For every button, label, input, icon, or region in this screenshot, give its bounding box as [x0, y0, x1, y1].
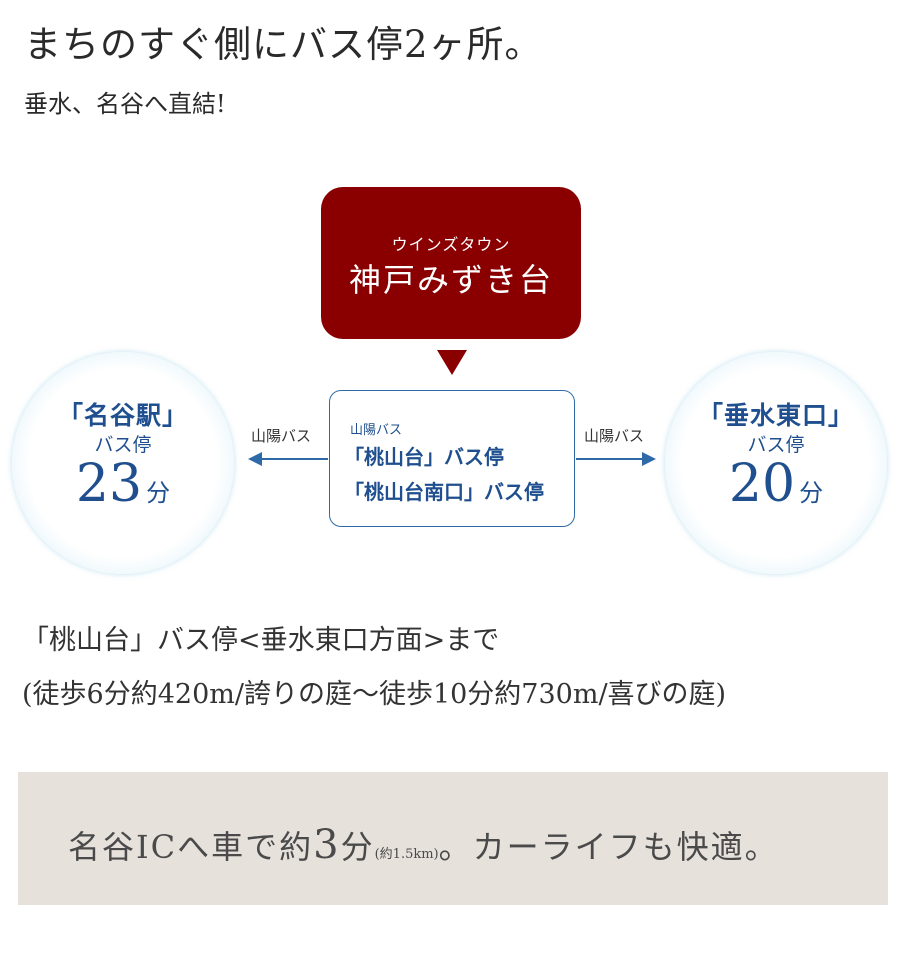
route-line-1: 「桃山台」バス停<垂水東口方面>まで	[22, 625, 500, 656]
route-line-2: (徒歩6分約420m/誇りの庭〜徒歩10分約730m/喜びの庭)	[22, 679, 727, 710]
car-access-band: 名谷ICへ車で約3分(約1.5km)。カーライフも快適。	[18, 772, 888, 905]
car-unit: 分	[340, 828, 375, 866]
right-station-name: 「垂水東口」	[697, 401, 854, 430]
hub-name: 神戸みずき台	[348, 261, 553, 299]
left-station-name: 「名谷駅」	[57, 401, 188, 430]
bus-stop-momoyamadai-minamiguchi: 「桃山台南口」バス停	[344, 480, 544, 504]
left-station-minutes: 23	[75, 454, 143, 514]
left-station-bus-stop: バス停	[94, 434, 152, 456]
right-station-unit: 分	[799, 479, 824, 507]
subline: 垂水、名谷へ直結!	[24, 90, 226, 118]
hub-kana: ウインズタウン	[391, 235, 511, 254]
right-station-bus-stop: バス停	[747, 434, 805, 456]
car-prefix: 名谷ICへ車で約	[68, 828, 314, 866]
bus-stop-momoyamadai: 「桃山台」バス停	[344, 445, 504, 469]
car-suffix: 。カーライフも快適。	[438, 828, 779, 866]
arrow-right-icon	[576, 452, 656, 466]
bus-label-right: 山陽バス	[584, 427, 645, 445]
bus-stops-box: 山陽バス 「桃山台」バス停 「桃山台南口」バス停	[329, 390, 575, 527]
car-access-text: 名谷ICへ車で約3分(約1.5km)。カーライフも快適。	[68, 822, 779, 868]
car-minutes: 3	[313, 822, 341, 868]
arrow-left-icon	[248, 452, 328, 466]
headline: まちのすぐ側にバス停2ヶ所。	[24, 23, 543, 66]
bus-company: 山陽バス	[350, 423, 403, 438]
left-station-unit: 分	[146, 479, 171, 507]
down-triangle-icon	[437, 350, 467, 375]
car-distance: (約1.5km)	[374, 847, 439, 862]
bus-label-left: 山陽バス	[251, 427, 312, 445]
hub-box: ウインズタウン 神戸みずき台	[321, 187, 581, 339]
right-station-minutes: 20	[728, 454, 796, 514]
